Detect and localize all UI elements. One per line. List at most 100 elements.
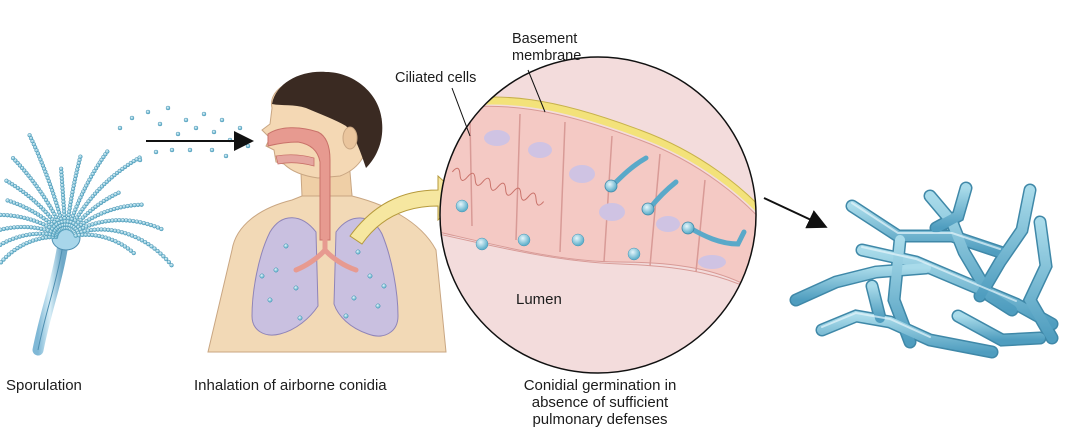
germ-tubes [604, 155, 747, 247]
conidiophore [32, 225, 81, 356]
airborne-conidia [117, 105, 251, 163]
lung-conidium [367, 273, 373, 279]
conidium [145, 221, 150, 227]
airborne-conidium [117, 125, 123, 131]
germination-caption-line2: absence of sufficient [531, 394, 669, 411]
conidium [4, 254, 9, 260]
conidium [124, 218, 129, 223]
lung-conidium [273, 267, 279, 273]
conidium [6, 252, 12, 257]
airborne-conidium [187, 147, 193, 153]
lung-conidium [381, 283, 387, 289]
conidium [59, 166, 64, 171]
conidium [0, 212, 3, 218]
conidium [27, 133, 32, 138]
conidium [78, 154, 83, 159]
airborne-conidium [211, 129, 217, 135]
spore-chains [0, 133, 174, 268]
conidium [122, 204, 127, 209]
airborne-conidium [153, 149, 159, 155]
basement-membrane-label-line2: membrane [512, 48, 582, 64]
cilia [451, 167, 545, 206]
germination-caption: Conidial germination in absence of suffi… [490, 377, 710, 428]
conidium [15, 246, 20, 251]
conidium [10, 155, 16, 161]
lung-conidium [375, 303, 381, 309]
basement-membrane-pointer [527, 69, 546, 113]
conidium [152, 224, 157, 229]
lumen-label: Lumen [516, 291, 562, 308]
airborne-conidium [223, 153, 229, 159]
conidium [134, 219, 139, 224]
conidium [119, 242, 124, 247]
lung-conidium [283, 243, 289, 249]
conidium [122, 244, 128, 249]
ciliated-cells-pointer [451, 87, 471, 137]
lumen-conidium [571, 233, 585, 247]
conidium [146, 242, 151, 247]
airborne-conidium [201, 111, 207, 117]
conidium [105, 149, 110, 154]
airborne-conidium [209, 147, 215, 153]
conidium [132, 203, 137, 208]
basement-membrane-label-line1: Basement [512, 31, 578, 47]
airway-magnification [439, 56, 757, 374]
basement-membrane-label: Basement membrane [512, 31, 581, 65]
conidium [112, 228, 118, 233]
airborne-conidium [165, 105, 171, 111]
conidium [1, 226, 7, 232]
conidium [1, 257, 6, 262]
germination-caption-line3: pulmonary defenses [532, 411, 668, 428]
conidium [8, 225, 13, 230]
conidium [118, 205, 123, 210]
conidium [125, 246, 131, 251]
lumen-conidium [475, 237, 489, 251]
conidium [128, 248, 134, 253]
lumen-conidium [517, 233, 531, 247]
conidium [120, 218, 125, 223]
lung-conidium [267, 297, 273, 303]
conidium [5, 198, 10, 203]
germination-caption-line1: Conidial germination in [523, 377, 677, 394]
conidium [143, 240, 148, 245]
conidium [159, 226, 164, 232]
inhaled-conidia [259, 243, 387, 321]
conidium [0, 227, 3, 232]
conidium [158, 251, 163, 256]
airborne-conidium [169, 147, 175, 153]
hair [272, 71, 383, 168]
airborne-conidium [245, 143, 251, 149]
lumen-conidium [455, 199, 469, 213]
human-figure [207, 71, 447, 353]
conidium [139, 238, 145, 243]
airborne-conidium [137, 157, 143, 163]
conidium [161, 254, 166, 259]
conidium [131, 250, 136, 256]
conidium [0, 242, 3, 248]
conidium [148, 222, 154, 228]
conidium [128, 203, 134, 208]
airborne-conidium [219, 117, 225, 123]
conidium [125, 203, 130, 209]
conidium [109, 228, 114, 233]
left-lung [251, 217, 319, 336]
airborne-conidium [145, 109, 151, 115]
airborne-conidium [157, 121, 163, 127]
conidium [131, 218, 136, 224]
lumen-conidia [455, 199, 641, 261]
conidium [116, 190, 121, 195]
nasal-airway [267, 127, 331, 241]
airborne-conidium [129, 115, 135, 121]
conidium [141, 220, 147, 226]
conidium [136, 236, 141, 241]
airborne-conidium [175, 131, 181, 137]
arrow-to-hyphae [763, 197, 828, 229]
conidium [138, 220, 143, 225]
lung-conidium [355, 249, 361, 255]
airborne-conidium [193, 125, 199, 131]
airborne-conidium [183, 117, 189, 123]
conidium [127, 218, 132, 223]
conidium [135, 202, 141, 208]
lung-conidium [351, 295, 357, 301]
